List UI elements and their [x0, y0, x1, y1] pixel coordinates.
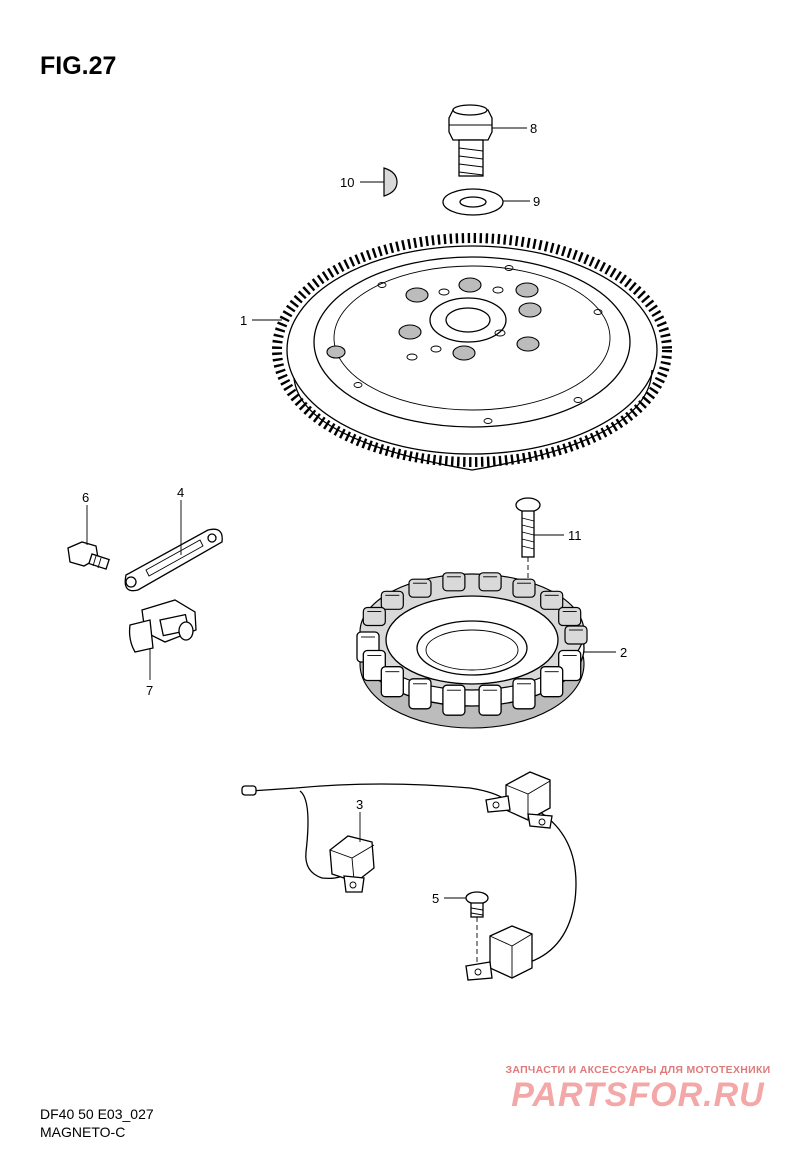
callout-2: 2 [620, 645, 628, 660]
part-3-pulser-coil [329, 835, 375, 893]
part-4-bracket [124, 528, 223, 592]
callout-9: 9 [533, 194, 541, 209]
stator-pole [380, 666, 404, 698]
stator-pole [362, 649, 386, 682]
callout-1: 1 [240, 313, 248, 328]
footer-model-code: DF40 50 E03_027 [40, 1106, 154, 1122]
part-1-flywheel [272, 233, 672, 471]
callout-4: 4 [177, 485, 185, 500]
callout-10: 10 [340, 175, 355, 190]
stator-pole [408, 678, 432, 710]
stator-pole [478, 684, 502, 716]
part-2-stator [356, 572, 588, 729]
stator-pole [442, 572, 466, 592]
callout-6: 6 [82, 490, 90, 505]
callout-8: 8 [530, 121, 538, 136]
watermark-tagline: ЗАПЧАСТИ И АКСЕССУАРЫ ДЛЯ МОТОТЕХНИКИ [505, 1064, 771, 1076]
part-8-bolt [448, 104, 493, 177]
stator-pole [558, 606, 582, 627]
callout-11: 11 [568, 528, 582, 543]
part-11-screw [515, 497, 541, 610]
part-10-key [383, 167, 398, 197]
watermark-logo: PARTSFOR.RU [511, 1076, 765, 1114]
stator-pole [408, 578, 432, 598]
callout-5: 5 [432, 891, 440, 906]
pulser-coil-harness [241, 771, 577, 981]
stator-pole [478, 572, 502, 592]
lower-pulser-coil [465, 925, 533, 981]
callout-7: 7 [146, 683, 154, 698]
stator-pole [362, 606, 386, 627]
stator-pole [512, 578, 536, 598]
stator-pole [564, 625, 588, 645]
stator-pole [540, 590, 564, 610]
figure-title: FIG.27 [40, 52, 117, 80]
callout-3: 3 [356, 797, 364, 812]
stator-pole [558, 649, 582, 682]
part-5-screw [465, 891, 489, 965]
stator-pole [442, 684, 466, 716]
stator-pole [380, 590, 404, 610]
leader-lines [86, 127, 616, 899]
part-6-bolt [67, 541, 110, 570]
stator-pole [512, 678, 536, 710]
upper-pulser-coil [485, 771, 553, 829]
footer-section-name: MAGNETO-C [40, 1124, 126, 1140]
part-9-washer [442, 188, 504, 216]
stator-pole [540, 666, 564, 698]
part-7-sensor [128, 599, 197, 653]
